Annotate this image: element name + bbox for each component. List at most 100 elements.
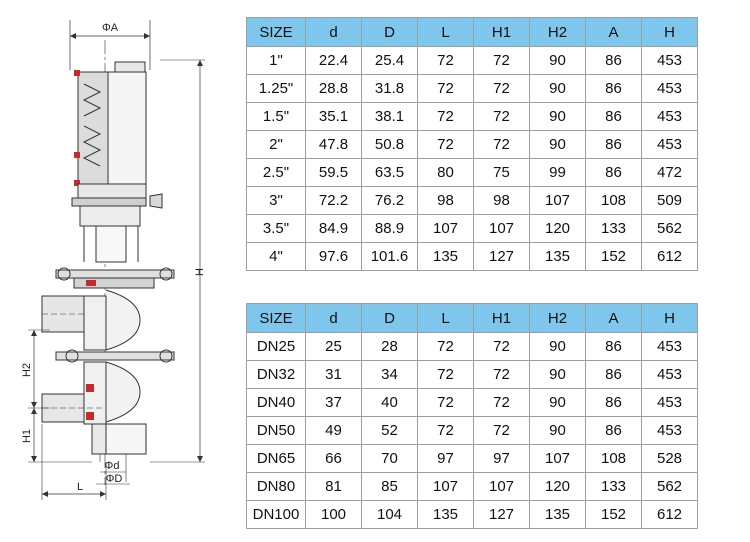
table-cell: 72: [473, 416, 530, 445]
label-l: L: [77, 481, 83, 493]
table-cell: DN32: [246, 360, 306, 389]
column-header: d: [305, 17, 362, 47]
table-cell: 86: [585, 388, 642, 417]
table-cell: 127: [473, 500, 530, 529]
table-cell: 86: [585, 360, 642, 389]
table-cell: DN100: [246, 500, 306, 529]
table-cell: 90: [529, 416, 586, 445]
label-h2: H2: [21, 363, 33, 377]
table-cell: 59.5: [305, 158, 362, 187]
table-cell: DN80: [246, 472, 306, 501]
table-cell: 86: [585, 74, 642, 103]
table-cell: 97: [473, 444, 530, 473]
table-cell: 90: [529, 46, 586, 75]
table-cell: 90: [529, 74, 586, 103]
table-cell: 133: [585, 472, 642, 501]
column-header: A: [585, 17, 642, 47]
table-cell: 107: [473, 214, 530, 243]
column-header: L: [417, 17, 474, 47]
table-cell: 86: [585, 332, 642, 361]
table-cell: 1.5": [246, 102, 306, 131]
table-cell: 28: [361, 332, 418, 361]
table-cell: 107: [417, 472, 474, 501]
table-cell: 107: [529, 444, 586, 473]
table-cell: 108: [585, 444, 642, 473]
table-cell: 63.5: [361, 158, 418, 187]
label-phi-d: Φd: [105, 460, 120, 472]
table-cell: 2.5": [246, 158, 306, 187]
column-header: H2: [529, 17, 586, 47]
table-cell: 22.4: [305, 46, 362, 75]
table-cell: 135: [417, 500, 474, 529]
table-cell: 66: [305, 444, 362, 473]
table-cell: 90: [529, 332, 586, 361]
table-cell: 90: [529, 360, 586, 389]
table-cell: 72: [417, 102, 474, 131]
label-h1: H1: [21, 429, 33, 443]
table-cell: 72: [417, 416, 474, 445]
table-cell: 101.6: [361, 242, 418, 271]
table-cell: 453: [641, 388, 698, 417]
table-cell: 49: [305, 416, 362, 445]
table-cell: 100: [305, 500, 362, 529]
table-cell: 76.2: [361, 186, 418, 215]
table-cell: 107: [529, 186, 586, 215]
table-cell: 84.9: [305, 214, 362, 243]
table-cell: 86: [585, 46, 642, 75]
table-cell: 34: [361, 360, 418, 389]
table-cell: 562: [641, 214, 698, 243]
table-cell: 135: [529, 500, 586, 529]
table-cell: 50.8: [361, 130, 418, 159]
table-cell: 98: [417, 186, 474, 215]
column-header: D: [361, 17, 418, 47]
table-cell: 86: [585, 416, 642, 445]
table-cell: 107: [473, 472, 530, 501]
table-cell: 25.4: [361, 46, 418, 75]
label-phi-a: ΦA: [102, 22, 119, 34]
table-cell: 98: [473, 186, 530, 215]
table-cell: 85: [361, 472, 418, 501]
column-header: SIZE: [246, 17, 306, 47]
table-cell: DN65: [246, 444, 306, 473]
table-cell: 453: [641, 74, 698, 103]
table-cell: 1.25": [246, 74, 306, 103]
table-cell: 72: [473, 360, 530, 389]
table-cell: 453: [641, 46, 698, 75]
label-h: H: [194, 268, 206, 276]
table-cell: 86: [585, 158, 642, 187]
table-cell: 81: [305, 472, 362, 501]
table-cell: 28.8: [305, 74, 362, 103]
table-cell: 72: [417, 332, 474, 361]
table-cell: 75: [473, 158, 530, 187]
table-cell: 152: [585, 242, 642, 271]
column-header: H: [641, 303, 698, 333]
table-cell: 72.2: [305, 186, 362, 215]
table-cell: 72: [473, 46, 530, 75]
table-cell: 612: [641, 242, 698, 271]
table-cell: 88.9: [361, 214, 418, 243]
label-phi-big-d: ΦD: [106, 473, 123, 485]
table-cell: 90: [529, 388, 586, 417]
table-cell: 52: [361, 416, 418, 445]
table-cell: 35.1: [305, 102, 362, 131]
table-cell: 72: [473, 74, 530, 103]
table-cell: 72: [417, 130, 474, 159]
table-cell: 86: [585, 130, 642, 159]
column-header: A: [585, 303, 642, 333]
column-header: D: [361, 303, 418, 333]
table-cell: 1": [246, 46, 306, 75]
table-cell: 108: [585, 186, 642, 215]
column-header: H1: [473, 17, 530, 47]
